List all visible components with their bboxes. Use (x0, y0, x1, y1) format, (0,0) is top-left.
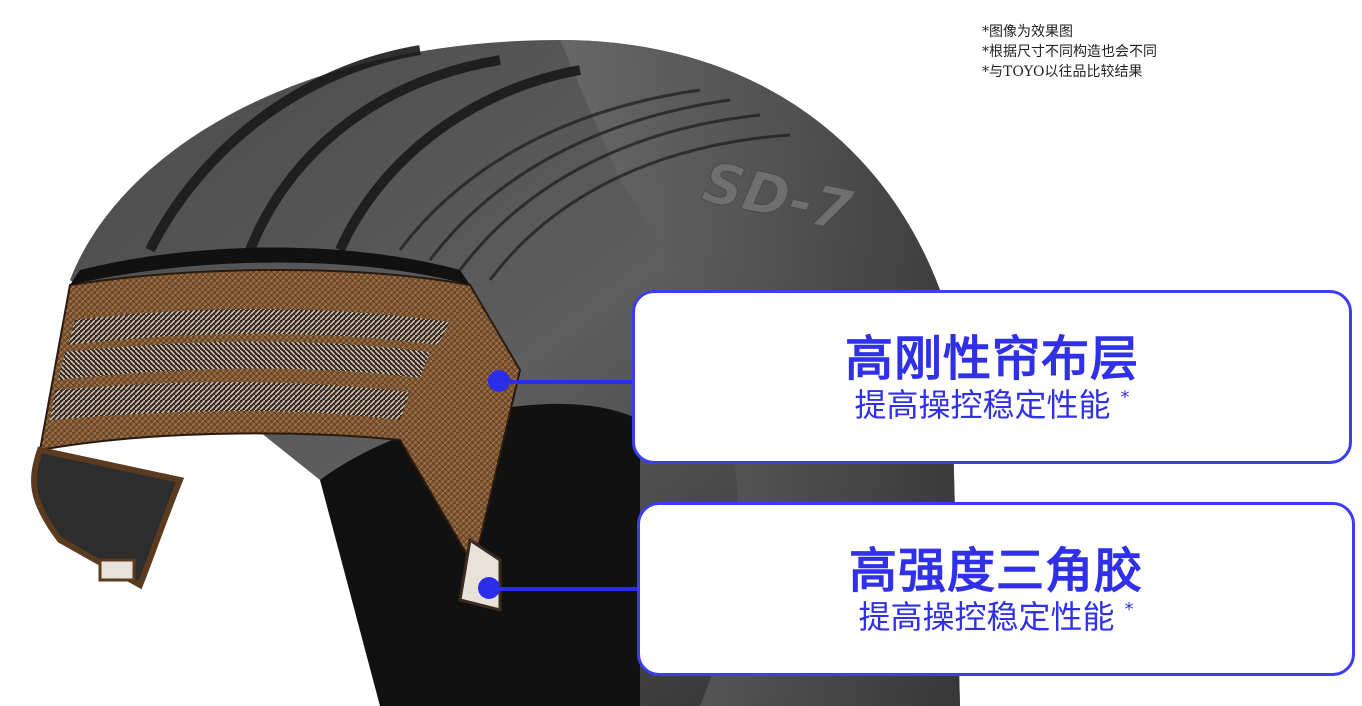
footnotes: *图像为效果图 *根据尺寸不同构造也会不同 *与TOYO以往品比较结果 (982, 22, 1157, 82)
footnote: *图像为效果图 (982, 24, 1073, 40)
callout-2-connector (488, 587, 638, 591)
footnote-mark: * (1120, 387, 1130, 408)
callout-1-marker-dot (488, 370, 510, 392)
callout-2-marker-dot (478, 577, 500, 599)
callout-1-connector (500, 380, 634, 384)
footnote-mark: * (1124, 599, 1134, 620)
callout-subtitle: 提高操控稳定性能 (858, 598, 1115, 636)
callout-high-strength-apex: 高强度三角胶 提高操控稳定性能 * (637, 502, 1355, 676)
footnote: *与TOYO以往品比较结果 (982, 64, 1143, 80)
callout-subtitle: 提高操控稳定性能 (854, 386, 1111, 424)
callout-title: 高强度三角胶 (848, 543, 1143, 599)
callout-high-rigidity-ply: 高刚性帘布层 提高操控稳定性能 * (632, 290, 1352, 464)
callout-title: 高刚性帘布层 (844, 331, 1139, 387)
footnote: *根据尺寸不同构造也会不同 (982, 44, 1157, 60)
